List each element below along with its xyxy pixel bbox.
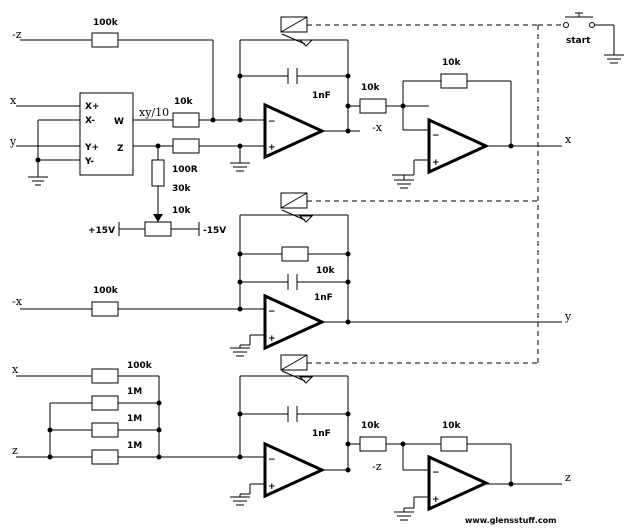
relay-switch-3: [298, 376, 314, 384]
label-z-input-bottom: z: [12, 444, 18, 457]
label-out-z: z: [565, 471, 571, 484]
opamp1-minus: −: [268, 117, 276, 127]
label-r-1m-c: 1M: [127, 441, 142, 451]
pin-y-minus: Y-: [84, 157, 94, 167]
resistor-1m-b: [91, 422, 119, 438]
label-cap1: 1nF: [312, 91, 331, 101]
resistor-10k-inv1-fb: [440, 73, 468, 89]
resistor-1m-a: [91, 395, 119, 411]
integrator-2-opamp: [263, 293, 326, 351]
resistor-100k-x3: [91, 368, 119, 384]
label-r-negz: 100k: [93, 18, 119, 28]
opamp5-plus: +: [432, 495, 440, 505]
label-r-negx: 100k: [93, 286, 119, 296]
label-start: start: [566, 36, 591, 46]
label-plus15v: +15V: [88, 226, 115, 236]
label-xy-10: xy/10: [139, 106, 169, 119]
label-pot-10k: 10k: [172, 206, 192, 216]
label-r-x3: 100k: [127, 361, 153, 371]
pot-wiper-arrow: [153, 214, 163, 222]
opamp4-plus: +: [268, 482, 276, 492]
label-out-neg-x: -x: [372, 121, 383, 134]
resistor-10k-fb2: [281, 246, 309, 262]
resistor-100k-negz: [91, 32, 119, 48]
resistor-10k-inv3-in: [359, 436, 387, 452]
resistor-100r: [151, 159, 165, 187]
label-r-inv3-fb: 10k: [442, 421, 462, 431]
label-cap3: 1nF: [312, 429, 331, 439]
resistor-10k-mult: [172, 112, 200, 128]
multiplier-ic: [79, 92, 134, 176]
label-r-inv1-in: 10k: [361, 83, 381, 93]
resistor-10k-inv3-fb: [440, 436, 468, 452]
label-r-100r: 100R: [172, 165, 198, 175]
label-minus15v: -15V: [203, 226, 226, 236]
opamp2-minus: −: [432, 131, 440, 141]
resistor-z-out: [172, 138, 200, 154]
label-r-1m-b: 1M: [127, 414, 142, 424]
opamp3-minus: −: [268, 307, 276, 317]
label-out-y: y: [564, 310, 572, 323]
opamp5-minus: −: [432, 468, 440, 478]
relay-switch-1: [298, 39, 314, 47]
relay-switch-2: [298, 215, 314, 223]
label-r-inv1-fb: 10k: [442, 58, 462, 68]
label-r-mult: 10k: [174, 97, 194, 107]
label-r-fb2: 10k: [316, 266, 336, 276]
resistor-10k-inv1-in: [359, 98, 387, 114]
integrator-1-opamp: [263, 102, 326, 160]
opamp4-minus: −: [268, 455, 276, 465]
label-r-1m-a: 1M: [127, 387, 142, 397]
label-out-x: x: [565, 133, 572, 146]
pin-x-minus: X-: [85, 116, 95, 126]
resistor-100k-negx: [91, 301, 119, 317]
watermark-glensstuff: www.glensstuff.com: [465, 516, 556, 525]
opamp2-plus: +: [432, 158, 440, 168]
opamp3-plus: +: [268, 334, 276, 344]
label-x-input: x: [10, 94, 17, 107]
label-out-neg-z: -z: [372, 460, 382, 473]
label-r-30k: 30k: [172, 184, 192, 194]
label-neg-x-input: -x: [12, 295, 23, 308]
inverter-3-opamp: [427, 454, 490, 512]
label-y-input: y: [9, 135, 17, 148]
potentiometer-10k: [144, 221, 172, 237]
label-x-input-bottom: x: [12, 363, 19, 376]
pin-w: W: [114, 117, 124, 127]
inverter-1-opamp: [427, 117, 490, 175]
pin-z: Z: [117, 144, 124, 154]
pin-y-plus: Y+: [84, 143, 99, 153]
label-r-inv3-in: 10k: [361, 421, 381, 431]
label-neg-z-input: -z: [12, 28, 22, 41]
opamp1-plus: +: [268, 143, 276, 153]
pin-x-plus: X+: [85, 102, 99, 112]
integrator-3-opamp: [263, 441, 326, 499]
label-cap2: 1nF: [314, 293, 333, 303]
resistor-1m-c: [91, 449, 119, 465]
